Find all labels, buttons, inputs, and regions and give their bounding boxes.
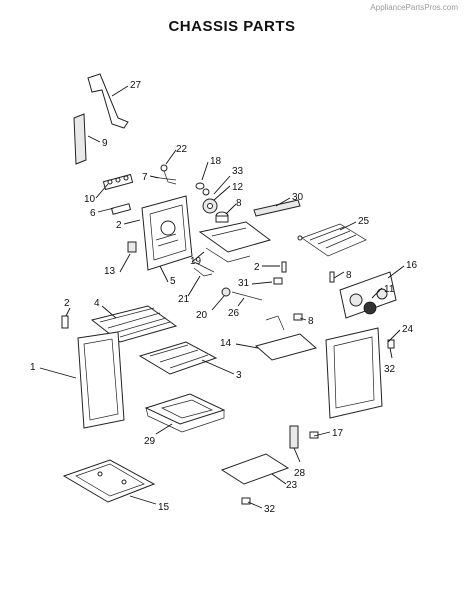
part-8-screw-lower <box>293 313 303 321</box>
callout-32-right: 32 <box>384 364 396 375</box>
callout-9: 9 <box>102 138 108 149</box>
callout-22: 22 <box>176 144 188 155</box>
page-title: CHASSIS PARTS <box>168 18 296 35</box>
callout-16: 16 <box>406 260 418 271</box>
callout-2-left: 2 <box>64 298 70 309</box>
callout-8-lower: 8 <box>308 316 314 327</box>
callout-14: 14 <box>220 338 232 349</box>
part-9-side-trim <box>73 113 87 165</box>
callout-2-upper-left: 2 <box>116 220 122 231</box>
callout-6: 6 <box>90 208 96 219</box>
callout-27: 27 <box>130 80 142 91</box>
callout-3: 3 <box>236 370 242 381</box>
callout-8-right: 8 <box>346 270 352 281</box>
part-32-screw-right <box>387 339 395 349</box>
callout-20: 20 <box>196 310 208 321</box>
callout-33: 33 <box>232 166 244 177</box>
part-20-sensor <box>221 287 231 297</box>
callout-2-center: 2 <box>254 262 260 273</box>
callout-26: 26 <box>228 308 240 319</box>
part-21-wire <box>193 267 213 277</box>
part-25-broil-element <box>297 223 367 257</box>
part-2-screw-left <box>61 315 69 329</box>
part-6-clip <box>110 203 132 215</box>
part-10-terminal-block <box>102 173 134 191</box>
part-24-panel <box>325 327 383 419</box>
callout-32-bottom: 32 <box>264 504 276 515</box>
part-13-bracket <box>127 241 137 253</box>
leader-lines <box>39 85 405 509</box>
callout-5: 5 <box>170 276 176 287</box>
part-1-oven-door <box>77 331 125 429</box>
part-5-rear-panel <box>141 195 193 271</box>
callout-25: 25 <box>358 216 370 227</box>
part-22-probe <box>160 164 177 185</box>
part-32-screw-bottom <box>241 497 251 505</box>
callout-23: 23 <box>286 480 298 491</box>
part-15-bottom-tray <box>62 459 156 503</box>
part-26-rod <box>231 291 263 301</box>
part-31-fitting <box>273 277 283 285</box>
callout-24: 24 <box>402 324 414 335</box>
callout-19: 19 <box>190 256 202 267</box>
callout-31: 31 <box>238 278 250 289</box>
part-2-screw-upper <box>281 261 287 273</box>
callout-17: 17 <box>332 428 344 439</box>
callout-10: 10 <box>84 194 96 205</box>
part-14-heat-shield <box>254 315 318 361</box>
callout-21: 21 <box>178 294 190 305</box>
callout-30: 30 <box>292 192 304 203</box>
part-29-storage-drawer <box>144 393 226 433</box>
callout-4: 4 <box>94 298 100 309</box>
part-8-screw-right <box>329 271 335 283</box>
callout-29: 29 <box>144 436 156 447</box>
part-27-bracket <box>87 73 129 129</box>
callout-11: 11 <box>384 284 395 295</box>
part-30-bar <box>253 199 301 217</box>
part-33-bushing <box>202 188 210 196</box>
part-3-drawer-support <box>138 341 218 375</box>
callout-7: 7 <box>142 172 148 183</box>
callout-18: 18 <box>210 156 222 167</box>
callout-28: 28 <box>294 468 306 479</box>
part-23-bottom-cover <box>220 453 290 485</box>
part-18-plug <box>195 182 205 190</box>
callout-1: 1 <box>30 362 36 373</box>
callout-15: 15 <box>158 502 170 513</box>
callout-13: 13 <box>104 266 116 277</box>
part-16-control-panel <box>339 271 397 319</box>
callout-12: 12 <box>232 182 244 193</box>
callouts: 27 9 22 18 7 33 12 10 6 2 8 30 25 13 5 1… <box>30 80 418 515</box>
part-12-fan-blade <box>202 198 218 214</box>
callout-8-motor: 8 <box>236 198 242 209</box>
part-8-motor <box>215 211 229 223</box>
part-19-harness <box>193 221 272 273</box>
watermark: AppliancePartsPros.com <box>370 3 458 12</box>
part-28-bracket <box>289 425 299 449</box>
